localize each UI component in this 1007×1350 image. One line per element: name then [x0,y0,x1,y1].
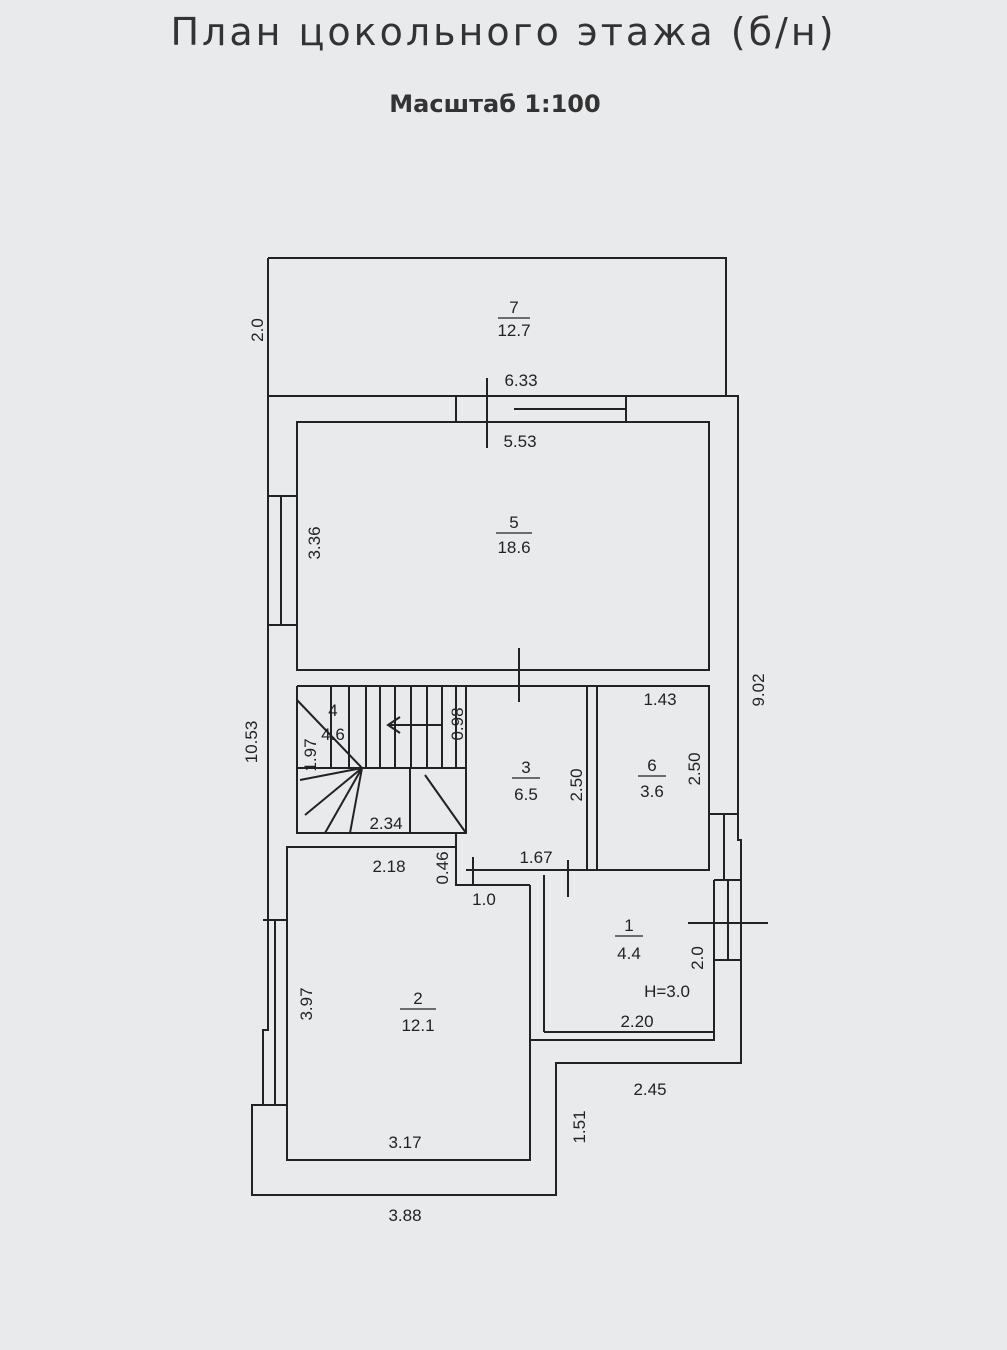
stair-winder [299,767,363,781]
room-6-area: 3.6 [640,782,664,801]
stair-winder [349,767,363,834]
stair-winder [324,767,363,834]
dim-2-34: 2.34 [369,814,402,833]
dim-2-45: 2.45 [633,1080,666,1099]
dim-3-17: 3.17 [388,1133,421,1152]
dim-10-53: 10.53 [242,721,261,764]
dim-1-43: 1.43 [643,690,676,709]
room-5-number: 5 [509,513,518,532]
room-7-number: 7 [509,298,518,317]
dim-2-20: 2.20 [620,1012,653,1031]
dim-3-36: 3.36 [305,526,324,559]
dim-0-46: 0.46 [433,851,452,884]
dim-1-51: 1.51 [570,1110,589,1143]
dim-5-53: 5.53 [503,432,536,451]
room-4-number: 4 [328,701,337,720]
page-title: План цокольного этажа (б/н) [170,10,837,54]
room-6-number: 6 [647,756,656,775]
partition-wall [455,833,530,886]
dim-2-0-top: 2.0 [248,318,267,342]
room-1-number: 1 [624,916,633,935]
room-3-area: 6.5 [514,785,538,804]
room-5-area: 18.6 [497,538,530,557]
height-note: H=3.0 [644,982,690,1001]
room-2-number: 2 [413,989,422,1008]
room-2-area: 12.1 [401,1016,434,1035]
room-4-area: 4.6 [321,725,345,744]
dim-1-0: 1.0 [472,890,496,909]
dim-1-97: 1.97 [301,738,320,771]
stair-arrow-head [386,716,401,734]
dim-0-98: 0.98 [448,707,467,740]
dim-2-50-a: 2.50 [567,768,586,801]
stair-winder [296,699,363,769]
room-2 [286,846,531,1161]
stair-winder [424,774,467,834]
dim-6-33: 6.33 [504,371,537,390]
room-7-area: 12.7 [497,321,530,340]
room-3-number: 3 [521,758,530,777]
dim-2-50-b: 2.50 [685,752,704,785]
dim-9-02: 9.02 [749,673,768,706]
room-6 [596,685,710,871]
room-1 [529,880,715,1041]
outer-wall [251,257,742,1196]
stair-room [296,686,467,834]
stair-winder [304,767,363,816]
dim-2-18: 2.18 [372,857,405,876]
dim-3-88: 3.88 [388,1206,421,1225]
room-1-area: 4.4 [617,944,641,963]
dim-2-0-right: 2.0 [688,946,707,970]
dim-3-97: 3.97 [297,987,316,1020]
scale-label: Масштаб 1:100 [389,90,601,118]
dim-1-67: 1.67 [519,848,552,867]
